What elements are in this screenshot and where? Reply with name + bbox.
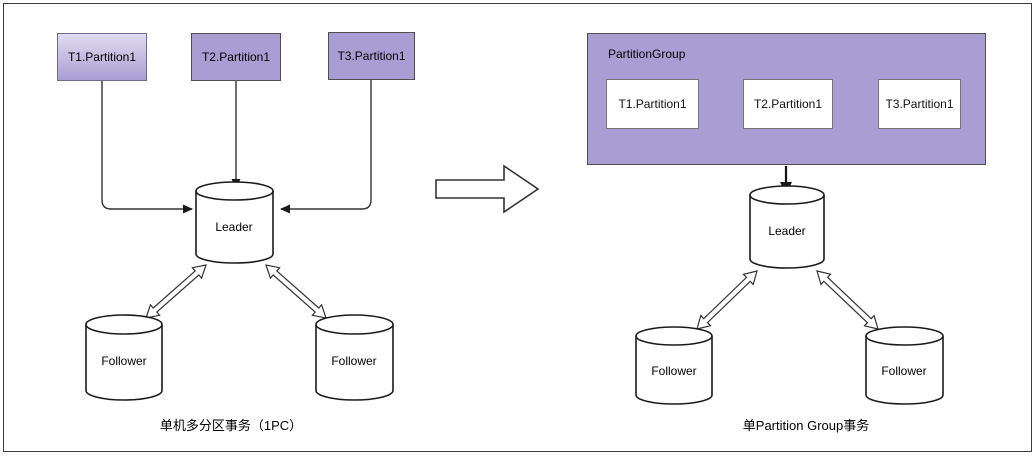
replication-arrow-left-1 bbox=[145, 264, 207, 319]
follower-cylinder-right-1 bbox=[635, 326, 713, 405]
connector-t3-to-leader bbox=[280, 80, 372, 214]
caption-left-diagram: 单机多分区事务（1PC） bbox=[159, 418, 303, 433]
leader-cylinder-right bbox=[749, 185, 825, 269]
follower-cylinder-right-2 bbox=[865, 326, 944, 405]
partition-group-title: PartitionGroup bbox=[608, 47, 686, 61]
leader-cylinder-left bbox=[195, 181, 274, 264]
partition-box-t3-right: T3.Partition1 bbox=[878, 79, 961, 129]
replication-arrow-right-1 bbox=[696, 270, 758, 330]
follower-cylinder-left-2 bbox=[315, 314, 394, 401]
transform-block-arrow bbox=[435, 164, 540, 214]
follower-label-right-1: Follower bbox=[651, 364, 697, 378]
replication-arrow-right-2 bbox=[816, 270, 879, 330]
leader-label-right: Leader bbox=[768, 224, 806, 238]
follower-label-left-1: Follower bbox=[101, 354, 147, 368]
leader-label-left: Leader bbox=[215, 220, 253, 234]
partition-box-t2-left: T2.Partition1 bbox=[191, 33, 281, 81]
follower-label-right-2: Follower bbox=[881, 364, 927, 378]
follower-label-left-2: Follower bbox=[331, 354, 377, 368]
partition-box-t2-right: T2.Partition1 bbox=[743, 79, 833, 129]
partition-group-box: PartitionGroup T1.Partition1 T2.Partitio… bbox=[587, 33, 986, 165]
connector-t1-to-leader bbox=[101, 81, 193, 214]
partition-box-t3-left: T3.Partition1 bbox=[328, 32, 415, 80]
caption-right-diagram: 单Partition Group事务 bbox=[742, 418, 870, 433]
partition-box-t1-right: T1.Partition1 bbox=[606, 79, 699, 129]
partition-box-t1-left: T1.Partition1 bbox=[57, 33, 147, 81]
follower-cylinder-left-1 bbox=[85, 314, 163, 401]
replication-arrow-left-2 bbox=[265, 264, 327, 319]
